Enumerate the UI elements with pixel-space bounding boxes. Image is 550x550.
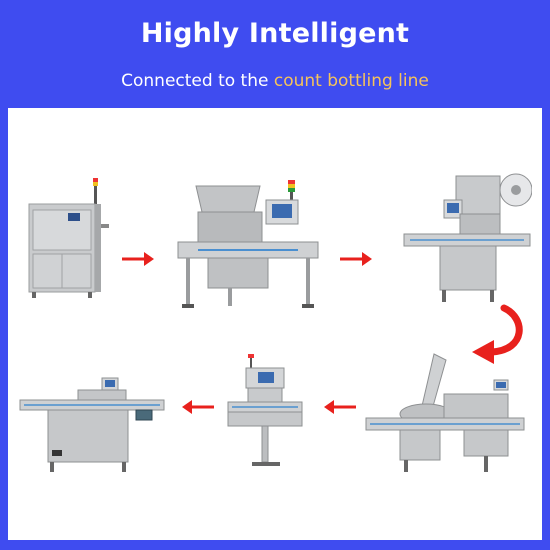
arrow-left-icon	[322, 398, 358, 420]
machine-cabinet	[24, 174, 114, 300]
page-subtitle: Connected to the count bottling line	[0, 71, 550, 91]
machine-tablet-counter	[168, 178, 328, 318]
machine-capper	[364, 350, 526, 476]
subtitle-prefix: Connected to the	[121, 71, 274, 91]
machine-labeler-roll	[400, 170, 532, 306]
arrow-right-icon	[120, 250, 156, 272]
arrow-right-icon	[338, 250, 374, 272]
arrow-left-icon	[180, 398, 216, 420]
machine-labeler	[18, 374, 166, 474]
machine-induction-sealer	[226, 354, 304, 472]
subtitle-highlight: count bottling line	[273, 71, 429, 91]
page-title: Highly Intelligent	[140, 18, 410, 49]
production-line-panel	[8, 108, 542, 540]
curved-arrow-icon	[470, 304, 528, 370]
